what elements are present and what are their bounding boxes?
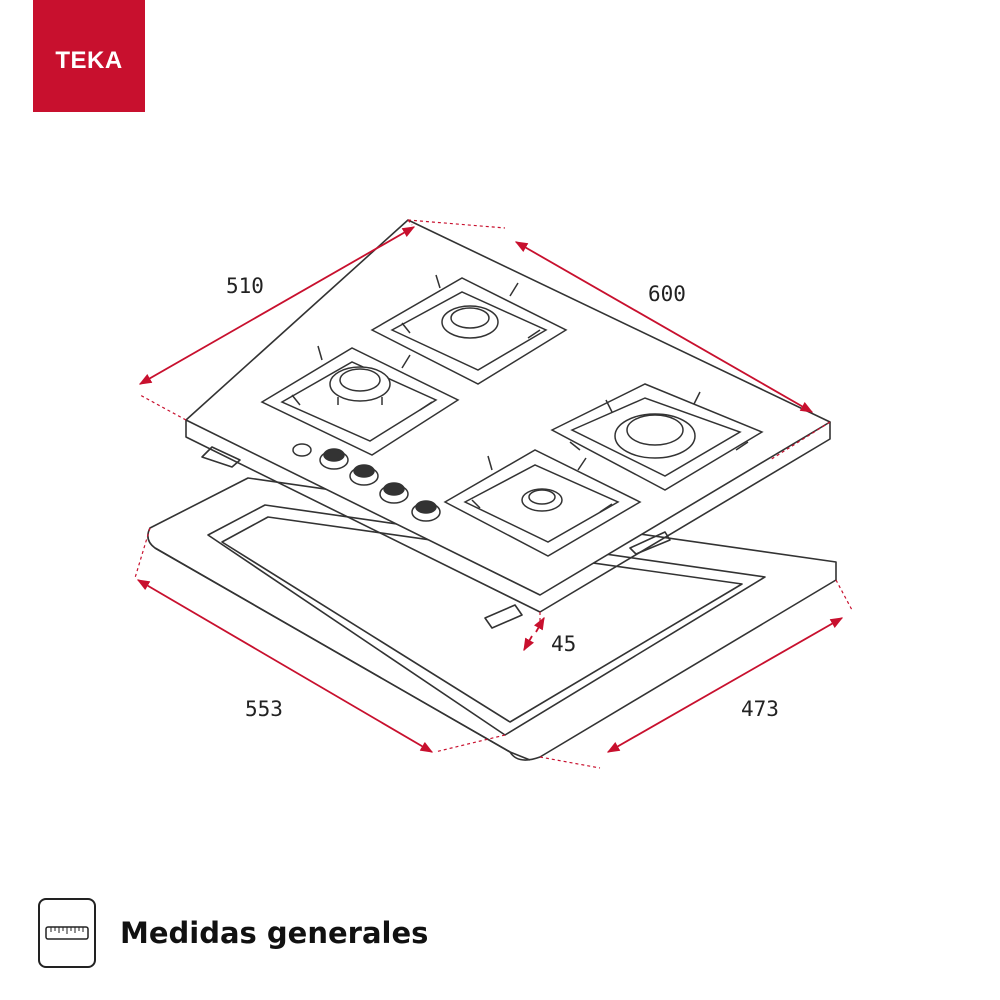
dimension-label-553: 553 bbox=[245, 697, 283, 721]
dimension-lines bbox=[136, 226, 844, 753]
caption: Medidas generales bbox=[38, 897, 428, 969]
burner-front-left bbox=[443, 449, 642, 557]
dimension-line-510 bbox=[138, 226, 416, 385]
cooktop-body bbox=[185, 219, 831, 629]
dimension-line-45-bottom bbox=[523, 635, 535, 652]
brand-logo-text: TEKA bbox=[55, 47, 123, 74]
dimension-label-600: 600 bbox=[648, 282, 686, 306]
dimension-label-473: 473 bbox=[741, 697, 779, 721]
dimension-line-45-top bbox=[533, 616, 545, 633]
caption-text: Medidas generales bbox=[120, 916, 429, 950]
burner-front-right bbox=[550, 383, 764, 491]
dimension-label-510: 510 bbox=[226, 274, 264, 298]
dimension-label-45: 45 bbox=[551, 632, 576, 656]
ruler-icon bbox=[38, 898, 96, 968]
dimension-line-553 bbox=[136, 579, 434, 753]
dimension-line-600 bbox=[514, 241, 814, 413]
control-knobs bbox=[292, 443, 441, 522]
brand-logo: TEKA bbox=[33, 0, 145, 112]
dimension-line-473 bbox=[606, 617, 844, 753]
